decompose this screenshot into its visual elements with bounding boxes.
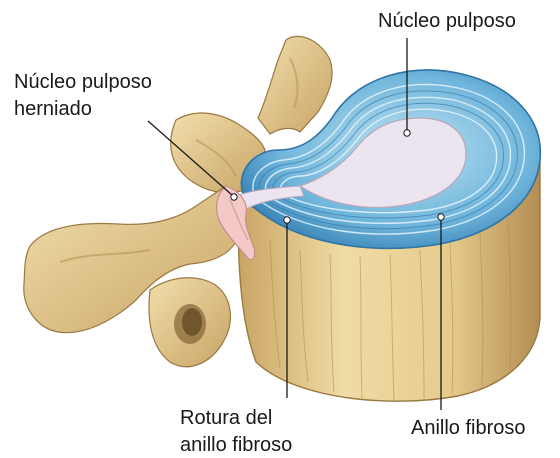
dot-rupture (284, 217, 290, 223)
label-rupture-line2: anillo fibroso (180, 434, 292, 456)
dot-nucleus (404, 130, 410, 136)
label-nucleus-pulposus: Núcleo pulposo (378, 10, 516, 32)
superior-process (258, 36, 332, 134)
dot-annulus (438, 214, 444, 220)
label-annulus-fibrosus: Anillo fibroso (411, 417, 526, 439)
label-herniated-line1: Núcleo pulposo (14, 71, 152, 93)
label-rupture-line1: Rotura del (180, 407, 272, 429)
label-herniated-line2: herniado (14, 98, 92, 120)
